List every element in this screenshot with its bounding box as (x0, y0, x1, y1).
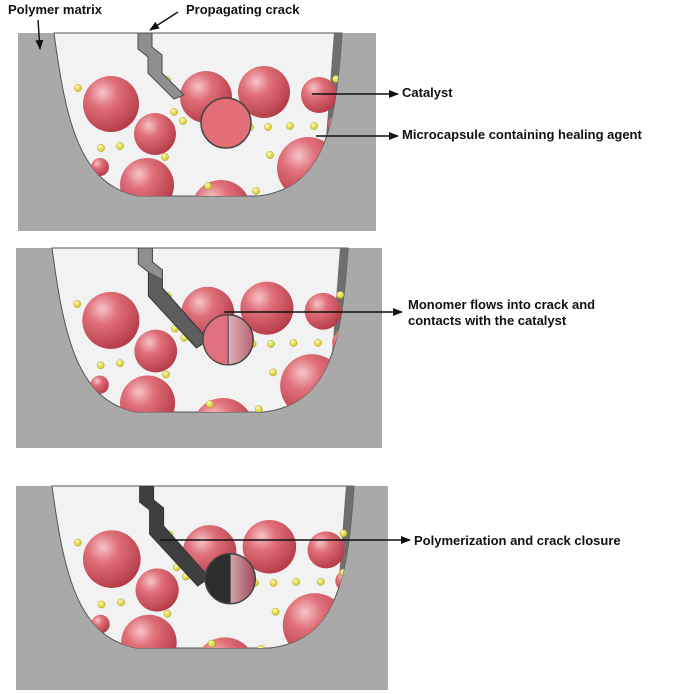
catalyst-particle (257, 644, 265, 648)
catalyst-particle (207, 639, 216, 648)
catalyst-particle (266, 151, 274, 159)
microcapsule (238, 66, 290, 118)
catalyst-particle (254, 405, 263, 412)
catalyst-particle (336, 291, 345, 299)
catalyst-particle (162, 370, 170, 379)
catalyst-particle (74, 538, 82, 547)
microcapsule (134, 113, 176, 155)
cavity-contents (73, 248, 348, 469)
catalyst-particle (96, 361, 105, 370)
catalyst-particle (308, 448, 315, 455)
capsule-left-half (202, 314, 229, 366)
catalyst-particle (339, 529, 348, 538)
microcapsule (83, 76, 139, 132)
catalyst-particle (264, 462, 271, 469)
catalyst-particle (271, 607, 280, 616)
catalyst-label: Catalyst (402, 85, 453, 100)
catalyst-particle (161, 153, 169, 161)
microcapsule (91, 158, 109, 176)
microcapsule (240, 281, 294, 335)
panel-intact-capsule (18, 32, 376, 231)
microcapsule (191, 180, 251, 196)
catalyst-particle (286, 122, 294, 130)
catalyst-particle (97, 144, 105, 152)
catalyst-particle (264, 123, 272, 131)
capsule-left-half (204, 553, 231, 605)
catalyst-particle (163, 609, 172, 618)
catalyst-particle (267, 340, 275, 348)
catalyst-particle (204, 182, 212, 190)
catalyst-particle (310, 122, 318, 130)
microcapsule (242, 519, 297, 574)
catalyst-particle (116, 142, 124, 150)
catalyst-particle (205, 400, 214, 408)
microcapsule (82, 530, 141, 588)
microcapsule (304, 292, 342, 330)
catalyst-particle (74, 84, 82, 92)
panel-capsule-ruptured (16, 247, 382, 469)
arrow-icon (35, 19, 44, 50)
microcapsule (307, 531, 345, 569)
microcapsule (121, 614, 177, 648)
catalyst-particle (269, 368, 277, 377)
microcapsule (120, 375, 176, 412)
catalyst-particle (179, 117, 187, 125)
microcapsule (120, 158, 174, 196)
propagating-crack-label: Propagating crack (186, 2, 300, 17)
microcapsule (301, 77, 337, 113)
polymerization-label: Polymerization and crack closure (414, 533, 621, 548)
catalyst-particle (116, 359, 124, 368)
microcapsule-label: Microcapsule containing healing agent (402, 127, 642, 142)
arrow-icon (149, 11, 179, 31)
catalyst-particle (292, 577, 300, 586)
catalyst-particle (170, 108, 178, 116)
microcapsule (82, 291, 140, 349)
central-microcapsule (200, 97, 252, 149)
catalyst-particle (314, 339, 322, 347)
panel-crack-closed (16, 485, 388, 690)
cavity-contents (74, 33, 342, 196)
catalyst-particle (269, 579, 278, 587)
catalyst-particle (317, 577, 325, 586)
catalyst-particle (252, 187, 260, 195)
crack-open (137, 33, 185, 100)
microcapsule (135, 568, 179, 612)
catalyst-particle (97, 600, 106, 609)
monomer-flow-label: Monomer flows into crack and contacts wi… (408, 297, 596, 328)
crack-empty-segment (137, 248, 163, 281)
catalyst-particle (117, 598, 125, 607)
microcapsule (134, 329, 178, 373)
catalyst-particle (289, 339, 298, 347)
catalyst-particle (73, 300, 82, 308)
polymer-matrix-label: Polymer matrix (8, 2, 102, 17)
